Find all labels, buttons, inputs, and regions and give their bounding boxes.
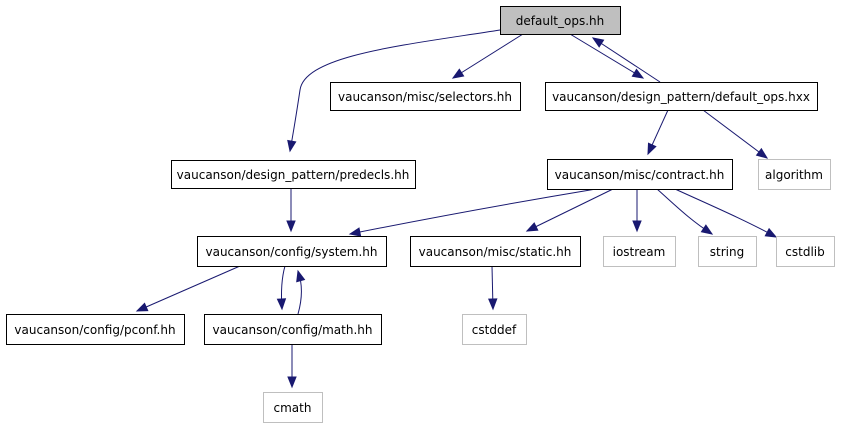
edge-contract-hh-to-string bbox=[656, 188, 714, 235]
edge-default-ops-hxx-to-algorithm bbox=[702, 109, 769, 159]
node-label: vaucanson/design_pattern/default_ops.hxx bbox=[552, 90, 810, 104]
edges bbox=[135, 29, 778, 389]
node-box bbox=[758, 159, 831, 190]
edge-contract-hh-to-system-hh bbox=[348, 188, 597, 237]
edge-3-arrowhead bbox=[591, 37, 605, 48]
edge-system-hh-to-math-hh bbox=[276, 265, 287, 311]
node-box bbox=[263, 392, 323, 423]
edge-contract-hh-to-static-hh bbox=[525, 188, 614, 232]
edge-2-arrowhead bbox=[631, 68, 645, 79]
edge-11-line bbox=[674, 188, 777, 238]
edge-16-arrowhead bbox=[287, 376, 297, 389]
node-contract-hh[interactable]: vaucanson/misc/contract.hh bbox=[547, 159, 733, 190]
node-label: vaucanson/config/math.hh bbox=[212, 323, 372, 337]
node-box bbox=[603, 236, 676, 267]
node-label: default_ops.hh bbox=[516, 14, 604, 28]
edge-1-line bbox=[452, 33, 524, 79]
node-box bbox=[776, 236, 835, 267]
node-box bbox=[197, 236, 387, 267]
node-box bbox=[547, 159, 733, 190]
edge-7-line bbox=[349, 188, 597, 235]
edge-10-line bbox=[656, 188, 713, 235]
edge-12-arrowhead bbox=[135, 302, 149, 312]
edge-default-ops-hh-to-predecls-hh bbox=[287, 29, 501, 153]
edge-static-hh-to-cstddef bbox=[488, 265, 498, 311]
node-cmath: cmath bbox=[263, 392, 323, 423]
node-static-hh[interactable]: vaucanson/misc/static.hh bbox=[410, 236, 581, 267]
edge-8-line bbox=[526, 188, 614, 232]
node-iostream: iostream bbox=[603, 236, 676, 267]
edge-12-line bbox=[136, 265, 241, 312]
node-label: algorithm bbox=[765, 168, 823, 182]
node-box bbox=[500, 6, 621, 35]
edge-9-arrowhead bbox=[632, 220, 642, 233]
edge-4-arrowhead bbox=[647, 142, 657, 156]
edge-6-arrowhead bbox=[286, 220, 296, 233]
edge-3-line bbox=[592, 37, 661, 83]
node-box bbox=[330, 82, 521, 111]
node-box bbox=[545, 82, 818, 111]
edge-11-arrowhead bbox=[764, 227, 778, 238]
node-box bbox=[698, 236, 757, 267]
edge-15-arrowhead bbox=[488, 298, 498, 311]
edge-5-line bbox=[702, 109, 768, 159]
nodes: default_ops.hh vaucanson/misc/selectors.h… bbox=[6, 6, 835, 423]
edge-10-arrowhead bbox=[700, 224, 714, 235]
edge-predecls-hh-to-system-hh bbox=[286, 188, 296, 233]
edge-1-arrowhead bbox=[451, 68, 465, 79]
node-label: vaucanson/config/pconf.hh bbox=[14, 323, 175, 337]
edge-contract-hh-to-iostream bbox=[632, 189, 642, 233]
edge-0-line bbox=[289, 29, 501, 152]
edge-default-ops-hxx-to-contract-hh bbox=[647, 109, 669, 156]
node-pconf-hh[interactable]: vaucanson/config/pconf.hh bbox=[6, 314, 185, 345]
node-label: iostream bbox=[613, 245, 666, 259]
node-label: string bbox=[710, 245, 744, 259]
edge-8-arrowhead bbox=[525, 222, 539, 232]
edge-7-arrowhead bbox=[348, 227, 362, 237]
edge-13-arrowhead bbox=[276, 298, 287, 311]
node-default-ops-hh[interactable]: default_ops.hh bbox=[500, 6, 621, 35]
node-algorithm: algorithm bbox=[758, 159, 831, 190]
node-string: string bbox=[698, 236, 757, 267]
node-box bbox=[462, 314, 527, 345]
node-label: cmath bbox=[274, 401, 312, 415]
node-math-hh[interactable]: vaucanson/config/math.hh bbox=[204, 314, 382, 345]
edge-0-arrowhead bbox=[287, 139, 297, 153]
node-label: cstddef bbox=[472, 323, 517, 337]
node-box bbox=[6, 314, 185, 345]
edge-default-ops-hh-to-selectors-hh bbox=[451, 33, 524, 79]
edge-14-arrowhead bbox=[296, 269, 306, 283]
edge-math-hh-to-cmath bbox=[287, 344, 297, 389]
node-label: vaucanson/misc/static.hh bbox=[419, 245, 572, 259]
node-label: vaucanson/design_pattern/predecls.hh bbox=[177, 168, 410, 182]
edge-contract-hh-to-cstdlib bbox=[674, 188, 778, 238]
node-box bbox=[171, 160, 416, 189]
edge-2-line bbox=[569, 33, 644, 79]
edge-math-hh-to-system-hh bbox=[296, 269, 306, 315]
node-default-ops-hxx[interactable]: vaucanson/design_pattern/default_ops.hxx bbox=[545, 82, 818, 111]
node-label: vaucanson/config/system.hh bbox=[205, 245, 377, 259]
edge-system-hh-to-pconf-hh bbox=[135, 265, 241, 312]
node-predecls-hh[interactable]: vaucanson/design_pattern/predecls.hh bbox=[171, 160, 416, 189]
node-box bbox=[204, 314, 382, 345]
node-cstddef: cstddef bbox=[462, 314, 527, 345]
edge-default-ops-hxx-to-default-ops-hh bbox=[591, 37, 661, 83]
node-label: vaucanson/misc/selectors.hh bbox=[338, 90, 512, 104]
node-selectors-hh[interactable]: vaucanson/misc/selectors.hh bbox=[330, 82, 521, 111]
node-label: vaucanson/misc/contract.hh bbox=[555, 168, 725, 182]
node-cstdlib: cstdlib bbox=[776, 236, 835, 267]
edge-default-ops-hh-to-default-ops-hxx bbox=[569, 33, 645, 79]
edge-5-arrowhead bbox=[755, 147, 769, 159]
node-system-hh[interactable]: vaucanson/config/system.hh bbox=[197, 236, 387, 267]
node-label: cstdlib bbox=[785, 245, 824, 259]
node-box bbox=[410, 236, 581, 267]
